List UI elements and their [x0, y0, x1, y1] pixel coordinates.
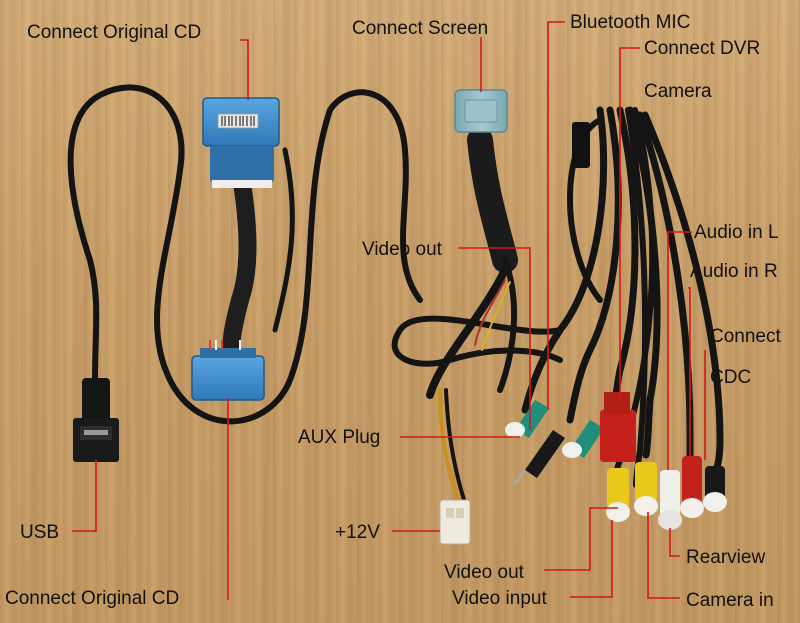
leader-rearview: [669, 528, 680, 557]
bottom-cd-connector: [191, 340, 265, 401]
leader-audio-in-l: [667, 231, 692, 470]
leader-video-out-top: [458, 247, 531, 430]
label-connect-original-cd-bottom: Connect Original CD: [5, 588, 179, 609]
leader-connect-original-cd-top: [240, 39, 249, 100]
label-audio-in-r: Audio in R: [690, 261, 778, 282]
label-camera-in: Camera in: [686, 590, 774, 611]
label-usb: USB: [20, 522, 59, 543]
label-rearview: Rearview: [686, 547, 765, 568]
leader-connect-dvr: [619, 47, 640, 400]
thin-wire-yellow: [481, 281, 511, 351]
thin-wire-red: [474, 279, 506, 346]
main-bundle-left: [426, 266, 509, 399]
label-plus-12v: +12V: [335, 522, 380, 543]
label-video-out-bottom: Video out: [444, 562, 525, 583]
leader-lines: [72, 21, 706, 600]
video-out-wire: [497, 257, 518, 393]
label-camera: Camera: [644, 81, 712, 102]
right-bundle-1: [521, 106, 608, 414]
label-connect-dvr: Connect DVR: [644, 38, 760, 59]
harness-wires-right: [272, 147, 295, 333]
label-aux-plug: AUX Plug: [298, 427, 380, 448]
leader-audio-in-r: [688, 287, 691, 456]
label-video-input: Video input: [452, 588, 547, 609]
label-connect: Connect: [710, 326, 781, 347]
screen-cable: [467, 127, 518, 273]
loop-cable-a: [391, 315, 563, 367]
leader-usb: [72, 460, 97, 532]
right-bundle-2: [566, 106, 622, 424]
leader-bluetooth-mic: [547, 21, 565, 410]
power-connector: [439, 499, 471, 545]
label-connect-screen: Connect Screen: [352, 18, 488, 39]
screen-connector: [454, 89, 508, 133]
label-cdc: CDC: [710, 367, 751, 388]
power-wire-black: [444, 388, 466, 502]
label-bluetooth-mic: Bluetooth MIC: [570, 12, 690, 33]
braided-harness: [222, 161, 257, 369]
label-audio-in-l: Audio in L: [694, 222, 779, 243]
leader-camera-in: [647, 512, 680, 599]
leader-video-out-bottom: [544, 507, 618, 571]
labels: Connect Original CD Connect Screen Bluet…: [5, 12, 781, 611]
top-cd-connector: [202, 97, 280, 188]
right-bundle-6: [641, 111, 724, 474]
usb-cable: [67, 84, 423, 425]
leader-video-input: [570, 520, 613, 598]
usb-connector: [73, 378, 119, 462]
label-connect-original-cd-top: Connect Original CD: [27, 22, 201, 43]
label-video-out-top: Video out: [362, 239, 443, 260]
rca-plugs: [505, 122, 727, 530]
power-wire: [438, 388, 460, 502]
